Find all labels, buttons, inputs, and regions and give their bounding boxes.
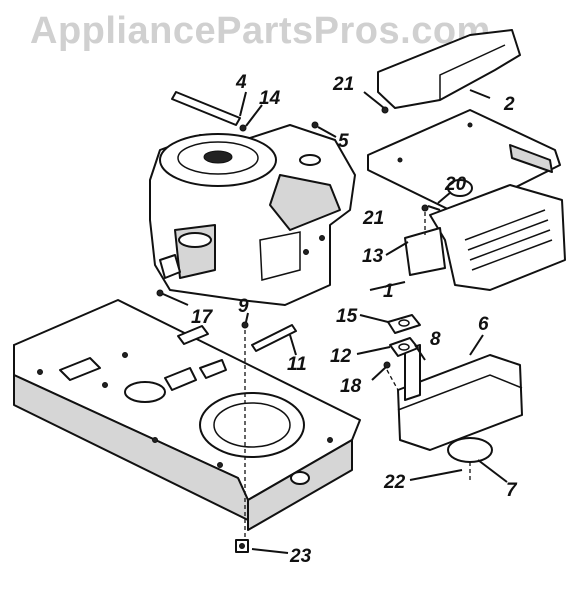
- callout-8: 8: [430, 329, 441, 350]
- part-5-bolt: [311, 121, 319, 129]
- part-4-rod: [171, 91, 241, 126]
- part-14-nut: [239, 124, 247, 132]
- part-9-bolt: [241, 321, 249, 329]
- callout-2: 2: [503, 94, 515, 115]
- callout-5: 5: [338, 131, 349, 152]
- callout-18: 18: [340, 376, 362, 397]
- part-6-muffler: [397, 344, 523, 463]
- callout-17: 17: [191, 307, 214, 328]
- callout-14: 14: [259, 88, 281, 109]
- callout-7: 7: [506, 480, 518, 501]
- part-15-gasket: [387, 314, 421, 334]
- callout-20: 20: [444, 174, 467, 195]
- callout-12: 12: [330, 346, 352, 367]
- callout-23: 23: [289, 546, 312, 567]
- alignment-lines: [244, 212, 471, 540]
- callout-1: 1: [383, 281, 394, 302]
- callout-9: 9: [238, 296, 249, 317]
- part-2-cover: [377, 29, 521, 109]
- chassis-frame: [13, 299, 361, 531]
- part-1-plate: [404, 227, 446, 276]
- callout-6: 6: [478, 314, 489, 335]
- callout-4: 4: [235, 72, 247, 93]
- part-11-rod: [251, 324, 297, 352]
- callout-11: 11: [287, 354, 307, 375]
- callout-13: 13: [362, 246, 384, 267]
- callout-15: 15: [336, 306, 358, 327]
- callout-21a: 21: [332, 74, 354, 95]
- callout-22: 22: [383, 472, 406, 493]
- part-17-bolt: [156, 289, 164, 297]
- callout-21b: 21: [362, 208, 384, 229]
- part-20-grille: [429, 184, 566, 291]
- part-23-bolt: [235, 539, 249, 553]
- part-13-bolt: [421, 204, 429, 212]
- engine-assembly: [149, 124, 356, 306]
- leader-lines: [162, 89, 508, 554]
- watermark-logo: AppliancePartsPros.com: [30, 10, 491, 52]
